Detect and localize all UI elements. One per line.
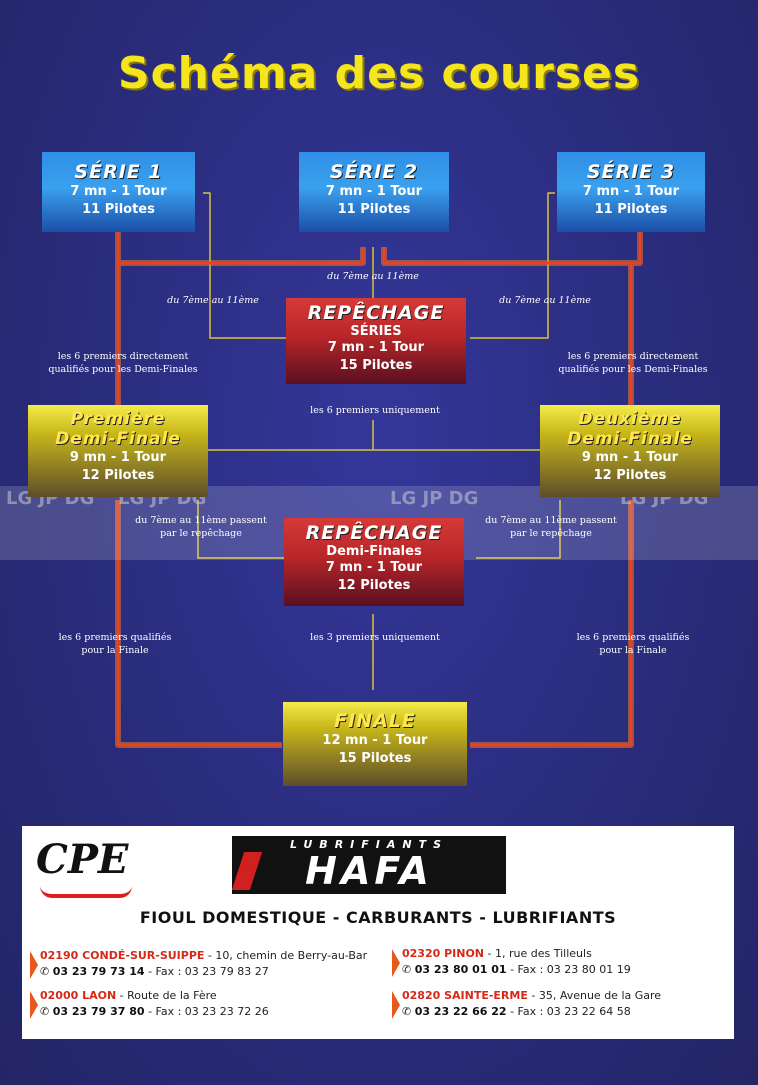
address-sainte-erme: 02820 SAINTE-ERME - 35, Avenue de la Gar… <box>392 988 661 1020</box>
repechage-series-title: REPÊCHAGE <box>307 302 445 324</box>
demi2-title-1: Deuxième <box>578 409 682 429</box>
phone-icon: ✆ <box>402 1005 415 1018</box>
finale-title: FINALE <box>334 710 416 732</box>
serie3-pilots: 11 Pilotes <box>594 202 668 217</box>
bracket-serie1-serie2 <box>116 232 365 265</box>
demi2-duration: 9 mn - 1 Tour <box>581 450 679 465</box>
hafa-name: HAFA <box>305 849 433 893</box>
finale-duration: 12 mn - 1 Tour <box>322 733 428 748</box>
arrow-icon <box>30 991 38 1019</box>
serie3-box: SÉRIE 3 7 mn - 1 Tour 11 Pilotes <box>557 152 705 232</box>
finale-box: FINALE 12 mn - 1 Tour 15 Pilotes <box>283 702 467 786</box>
repechage-series-pilots: 15 Pilotes <box>339 358 413 373</box>
sponsor-footer: CPE LUBRIFIANTS HAFA FIOUL DOMESTIQUE - … <box>22 826 734 1039</box>
watermark-text: LG JP DG <box>390 488 479 509</box>
arrow-icon <box>30 951 38 979</box>
phone-icon: ✆ <box>40 965 53 978</box>
serie2-pilots: 11 Pilotes <box>337 202 411 217</box>
hafa-top-text: LUBRIFIANTS <box>289 838 449 851</box>
address-laon: 02000 LAON - Route de la Fère ✆ 03 23 79… <box>30 988 269 1020</box>
serie1-title: SÉRIE 1 <box>74 161 163 183</box>
note-top-center: du 7ème au 11ème <box>327 271 419 282</box>
demi2-box: Deuxième Demi-Finale 9 mn - 1 Tour 12 Pi… <box>540 405 720 497</box>
connector-serie1-repechage <box>203 192 290 339</box>
note-left-series: du 7ème au 11ème <box>167 295 259 306</box>
note-six-only: les 6 premiers uniquement <box>310 405 440 416</box>
demi1-box: Première Demi-Finale 9 mn - 1 Tour 12 Pi… <box>28 405 208 497</box>
arrow-icon <box>392 991 400 1019</box>
note-three-only: les 3 premiers uniquement <box>310 632 440 643</box>
sponsor-tagline: FIOUL DOMESTIQUE - CARBURANTS - LUBRIFIA… <box>139 908 617 927</box>
demi1-title-2: Demi-Finale <box>55 429 181 449</box>
demi1-pilots: 12 Pilotes <box>81 468 155 483</box>
serie1-duration: 7 mn - 1 Tour <box>70 184 167 199</box>
repechage-series-duration: 7 mn - 1 Tour <box>327 340 425 355</box>
repechage-demi-pilots: 12 Pilotes <box>337 578 411 593</box>
serie3-title: SÉRIE 3 <box>586 161 676 183</box>
page-title: Schéma des courses <box>117 48 641 99</box>
address-conde: 02190 CONDÉ-SUR-SUIPPE - 10, chemin de B… <box>30 948 367 980</box>
hafa-logo: LUBRIFIANTS HAFA <box>231 836 506 894</box>
phone-icon: ✆ <box>40 1005 53 1018</box>
repechage-series-box: REPÊCHAGE SÉRIES 7 mn - 1 Tour 15 Pilote… <box>286 298 466 384</box>
address-pinon: 02320 PINON - 1, rue des Tilleuls ✆ 03 2… <box>392 946 631 978</box>
repechage-demi-subtitle: Demi-Finales <box>326 544 422 559</box>
arrow-icon <box>392 949 400 977</box>
phone-icon: ✆ <box>402 963 415 976</box>
demi2-pilots: 12 Pilotes <box>593 468 667 483</box>
connector-serie3-repechage <box>470 192 555 339</box>
serie2-duration: 7 mn - 1 Tour <box>325 184 423 199</box>
cpe-swoosh <box>40 886 132 898</box>
repechage-demi-duration: 7 mn - 1 Tour <box>325 560 423 575</box>
repechage-demi-title: REPÊCHAGE <box>305 522 443 544</box>
repechage-series-subtitle: SÉRIES <box>350 324 402 339</box>
serie1-pilots: 11 Pilotes <box>82 202 155 217</box>
serie3-duration: 7 mn - 1 Tour <box>582 184 680 199</box>
bracket-demi2-finale <box>470 500 633 747</box>
demi1-title-1: Première <box>70 409 166 429</box>
serie1-box: SÉRIE 1 7 mn - 1 Tour 11 Pilotes <box>42 152 195 232</box>
serie2-title: SÉRIE 2 <box>329 161 419 183</box>
bracket-demi1-finale <box>116 500 282 747</box>
demi2-title-2: Demi-Finale <box>567 429 693 449</box>
connector-demi1-repechage <box>197 500 284 559</box>
serie2-box: SÉRIE 2 7 mn - 1 Tour 11 Pilotes <box>299 152 449 232</box>
connector-demi2-repechage <box>476 500 561 559</box>
note-right-series: du 7ème au 11ème <box>499 295 591 306</box>
demi1-duration: 9 mn - 1 Tour <box>69 450 167 465</box>
finale-pilots: 15 Pilotes <box>338 751 412 766</box>
cpe-logo: CPE <box>36 836 156 906</box>
repechage-demi-box: REPÊCHAGE Demi-Finales 7 mn - 1 Tour 12 … <box>284 518 464 606</box>
bracket-serie3-serie2 <box>382 232 642 265</box>
